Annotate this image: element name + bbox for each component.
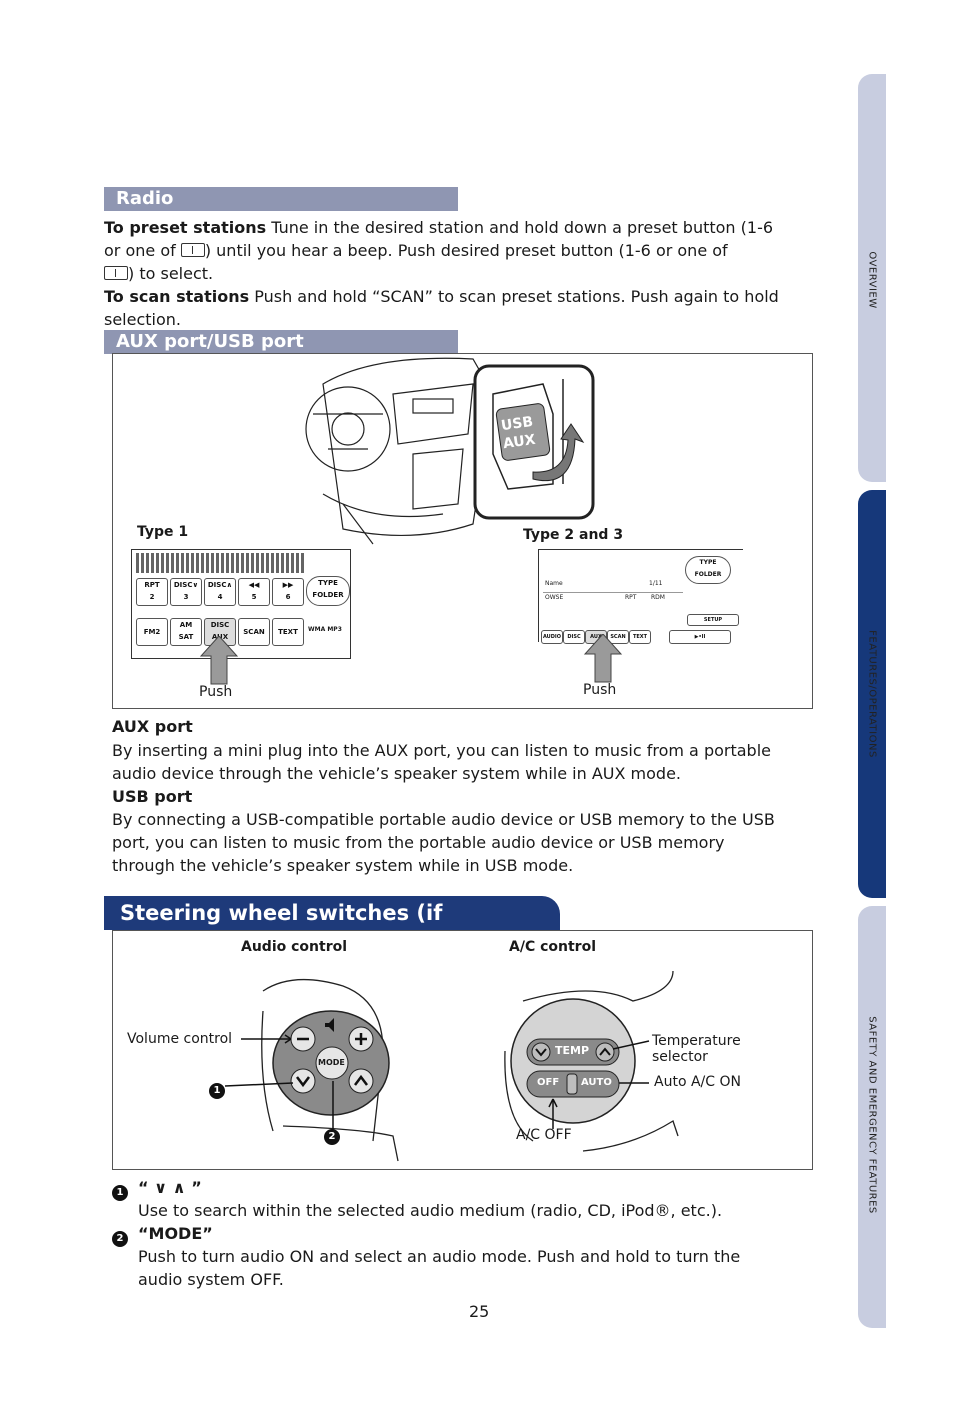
arrow-icon <box>532 423 585 481</box>
temperature-label-2: selector <box>652 1049 708 1065</box>
audio-control-label: Audio control <box>241 939 348 955</box>
push-arrow-right-icon <box>583 634 623 683</box>
item-2-text-1: Push to turn audio ON and select an audi… <box>138 1247 741 1266</box>
disc-button[interactable]: DISC <box>563 630 585 644</box>
mode-button-label: MODE <box>318 1058 345 1067</box>
radio-scan-line-2: selection. <box>104 310 181 329</box>
item-2-text-2: audio system OFF. <box>138 1270 284 1289</box>
callout-1-icon: 1 <box>209 1078 225 1099</box>
speaker-icon <box>325 1018 334 1032</box>
type23-scan-button[interactable]: SCAN <box>607 630 629 644</box>
type23-label: Type 2 and 3 <box>523 527 624 543</box>
side-tab-label-features: FEATURES/OPERATIONS <box>866 630 878 758</box>
item-2-title: “MODE” <box>138 1224 213 1243</box>
type1-label: Type 1 <box>137 524 189 540</box>
preset-text-3: ) to select. <box>128 264 214 283</box>
disc-down-button[interactable]: DISC∨3 <box>170 578 202 606</box>
usb-port-text-1: By connecting a USB-compatible portable … <box>112 810 775 829</box>
disc-up-button[interactable]: DISC∧4 <box>204 578 236 606</box>
seek-down-icon <box>290 1068 316 1094</box>
scan-button[interactable]: SCAN <box>238 618 270 646</box>
temp-button-label: TEMP <box>555 1044 590 1057</box>
usb-port-title: USB port <box>112 787 193 806</box>
side-tab-features[interactable] <box>858 490 886 898</box>
temp-rocker <box>526 1038 620 1066</box>
type23-name: Name <box>545 580 563 587</box>
scan-text-1: Push and hold “SCAN” to scan preset stat… <box>254 287 779 306</box>
type23-rpt: RPT <box>625 594 637 601</box>
item-2-marker: 2 <box>112 1226 128 1247</box>
type23-browse: OWSE <box>545 594 564 601</box>
steering-switch-illustration <box>224 970 679 1162</box>
type23-text-button[interactable]: TEXT <box>629 630 651 644</box>
type23-display <box>543 558 683 593</box>
type23-track: 1/11 <box>649 580 663 587</box>
preset-text-2a: or one of <box>104 241 176 260</box>
aux-heading: AUX port/USB port <box>104 330 458 354</box>
radio-preset-line-1: To preset stations Tune in the desired s… <box>104 216 773 239</box>
ac-off-label: A/C OFF <box>516 1127 572 1143</box>
aux-port-text-2: audio device through the vehicle’s speak… <box>112 764 682 783</box>
type23-rdm: RDM <box>651 594 665 601</box>
rewind-button[interactable]: ◀◀5 <box>238 578 270 606</box>
seek-up-icon <box>348 1068 374 1094</box>
item-1-title: “ ∨ ∧ ” <box>138 1178 202 1197</box>
steering-figure: Audio control A/C control <box>112 930 813 1170</box>
off-button-label: OFF <box>537 1077 560 1088</box>
setup-button[interactable]: SETUP <box>687 614 739 626</box>
ac-control-label: A/C control <box>509 939 596 955</box>
play-pause-button[interactable]: ▶•II <box>669 630 731 644</box>
side-tab-overview[interactable] <box>858 74 886 482</box>
radio-heading: Radio <box>104 187 458 211</box>
push-arrow-left-icon <box>199 636 239 685</box>
preset-button-icon <box>104 265 128 280</box>
side-tab-safety[interactable] <box>858 906 886 1328</box>
side-tab-label-safety: SAFETY AND EMERGENCY FEATURES <box>866 1016 878 1214</box>
auto-button-label: AUTO <box>581 1077 612 1088</box>
item-1-marker: 1 <box>112 1180 128 1201</box>
steering-heading: Steering wheel switches (if equipped) <box>104 896 560 959</box>
preset-text-1: Tune in the desired station and hold dow… <box>271 218 774 237</box>
auto-ac-on-label: Auto A/C ON <box>654 1074 741 1090</box>
wma-mp3-label: WMA MP3 <box>308 626 342 633</box>
preset-button-icon <box>180 242 205 257</box>
aux-port-title: AUX port <box>112 717 193 736</box>
preset-label: To preset stations <box>104 218 267 237</box>
aux-port-text-1: By inserting a mini plug into the AUX po… <box>112 741 771 760</box>
push-label-right: Push <box>583 682 617 698</box>
side-tab-label-overview: OVERVIEW <box>866 251 878 309</box>
scan-label: To scan stations <box>104 287 250 306</box>
usb-port-plate <box>495 403 551 461</box>
text-button[interactable]: TEXT <box>272 618 304 646</box>
dashboard-illustration <box>305 357 595 545</box>
audio-button[interactable]: AUDIO <box>541 630 563 644</box>
mode-button <box>315 1046 349 1080</box>
push-label-left: Push <box>199 684 233 700</box>
type1-display <box>136 553 306 573</box>
preset-text-2b: ) until you hear a beep. Push desired pr… <box>204 241 728 260</box>
usb-port-text-2: port, you can listen to music from the p… <box>112 833 725 852</box>
temperature-label-1: Temperature <box>652 1033 741 1049</box>
page-number: 25 <box>469 1302 490 1321</box>
radio-preset-line-2: or one of ) until you hear a beep. Push … <box>104 239 728 262</box>
radio-scan-line-1: To scan stations Push and hold “SCAN” to… <box>104 285 779 308</box>
usb-port-text-3: through the vehicle’s speaker system whi… <box>112 856 574 875</box>
volume-control-label: Volume control <box>127 1031 233 1047</box>
fast-forward-button[interactable]: ▶▶6 <box>272 578 304 606</box>
radio-preset-line-3: ) to select. <box>104 262 213 285</box>
fm2-button[interactable]: FM2 <box>136 618 168 646</box>
item-1-text: Use to search within the selected audio … <box>138 1201 723 1220</box>
callout-2-icon: 2 <box>324 1124 340 1145</box>
